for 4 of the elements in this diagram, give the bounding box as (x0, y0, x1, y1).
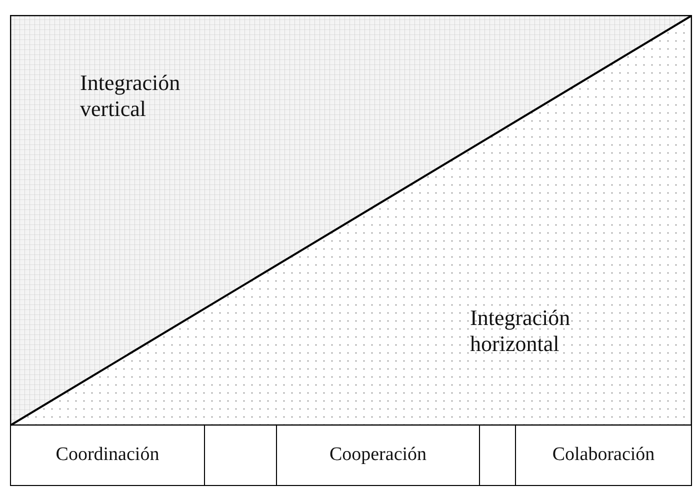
table-cell: Colaboración (515, 425, 692, 486)
table-cell: Coordinación (10, 425, 205, 486)
region-label: Integración horizontal (470, 305, 630, 357)
region-label: Integración vertical (80, 70, 230, 122)
